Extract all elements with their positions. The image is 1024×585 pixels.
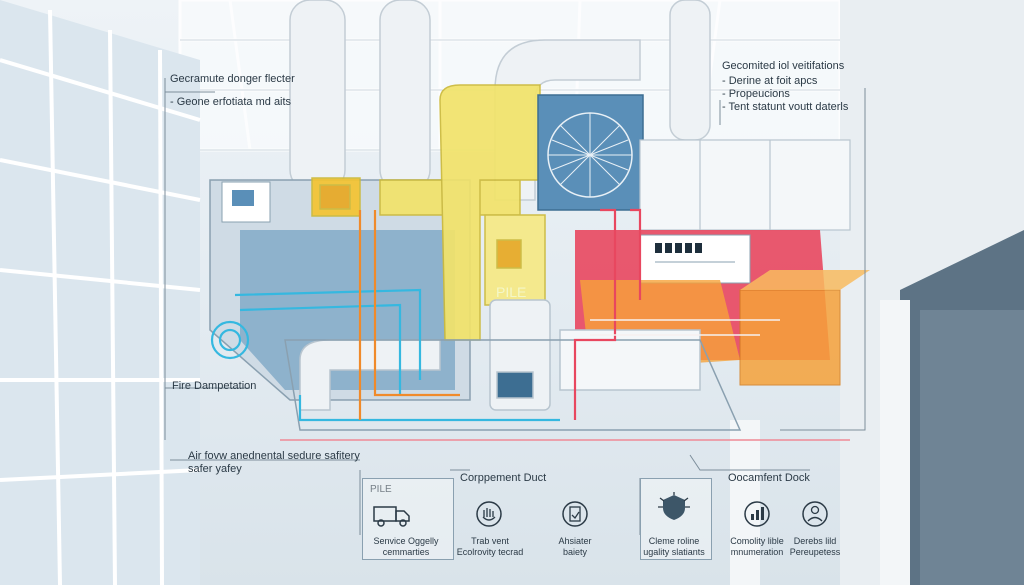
lower-ducts [284,299,742,431]
shield-icon [652,490,696,524]
piping [210,208,850,441]
annotation-top-right-title: Gecomited iol veitifations [722,60,845,72]
annotation-top-left-bullet: - Geone erfotiata md aits [170,96,292,108]
chart-icon [735,497,779,531]
bottom-frame-left [362,478,454,560]
bottom-item-5-line1: Comolity lible [730,536,784,546]
bottom-item-2-line1: Trab vent [471,536,509,546]
white-housing [639,139,851,231]
bottom-item-1-line2: cemmarties [382,547,430,557]
bottom-item-4-line1: Cleme roline [648,536,700,546]
fan-unit [537,94,644,211]
bottom-item-5-line2: mnumeration [730,547,784,557]
bottom-item-1-line1: Senvice Oggelly [373,536,439,546]
annotation-top-right-bullet-3: - Tent statunt voutt daterls [722,101,849,113]
bottom-item-3-line2: baiety [562,547,588,557]
bottom-item-3-line1: Ahsiater [558,536,592,546]
bottom-item-4-line2: ugality slatiants [643,547,705,557]
truck-icon [370,497,414,531]
yellow-duct [311,84,546,341]
annotation-airflow-line2: safer yafey [188,463,242,475]
right-wall [730,0,1024,585]
person-icon [793,497,837,531]
annotation-component-duct: Corppement Duct [460,472,547,484]
annotation-top-left-title: Gecramute donger flecter [170,73,295,85]
tablet-icon [553,497,597,531]
bottom-item-2-line2: Ecolrovity tecrad [456,547,524,557]
annotation-component-dock: Oocamfent Dock [728,472,810,484]
left-window-wall [0,0,201,585]
pile-tag: PILE [496,284,527,300]
pile-bottom-label: PILE [370,484,392,495]
annotation-top-right-bullet-1: - Derine at foit apcs [722,75,818,87]
annotation-top-right-bullet-2: - Propeucions [722,88,790,100]
annotation-fire-dampetation: Fire Dampetation [172,380,257,392]
annotation-airflow-line1: Air fovw anednental sedure safitery [188,450,360,462]
hand-icon [467,497,511,531]
bottom-item-6-line1: Derebs lild [793,536,837,546]
bottom-item-6-line2: Pereupetess [789,547,841,557]
